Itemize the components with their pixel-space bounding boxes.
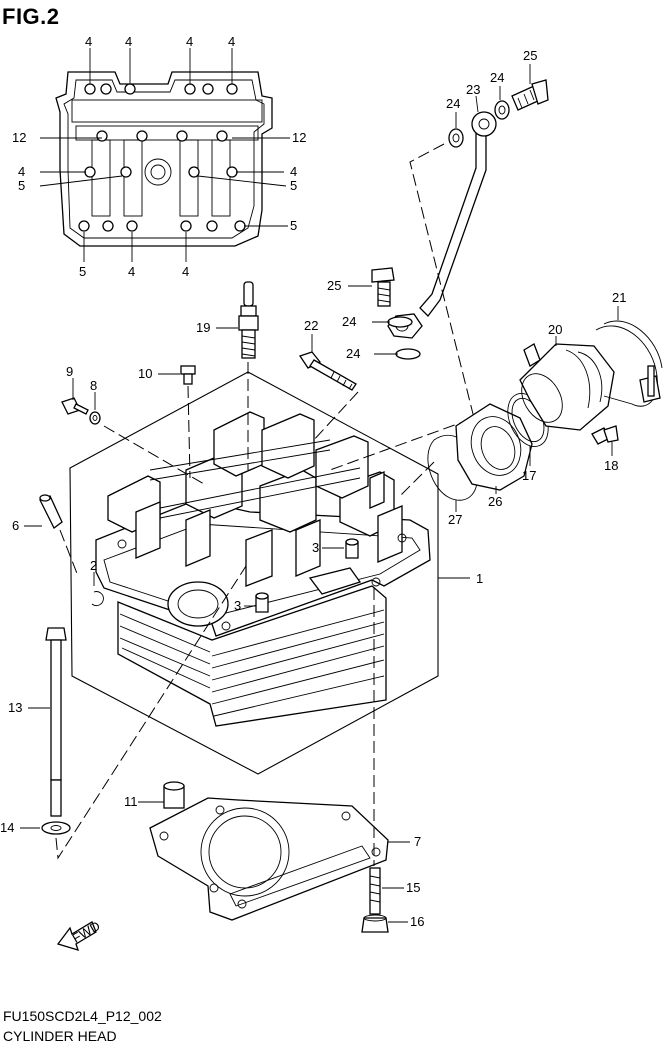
head-top-view bbox=[39, 48, 290, 262]
intake-assembly bbox=[397, 306, 663, 512]
callout: 10 bbox=[138, 366, 152, 381]
callout: 19 bbox=[196, 320, 210, 335]
fwd-label: FWD bbox=[70, 918, 103, 946]
callout: 24 bbox=[346, 346, 360, 361]
callout: 5 bbox=[18, 178, 25, 193]
callout: 4 bbox=[290, 164, 297, 179]
callout: 20 bbox=[548, 322, 562, 337]
callout: 21 bbox=[612, 290, 626, 305]
callout: 3 bbox=[234, 598, 241, 613]
callout: 22 bbox=[304, 318, 318, 333]
callout: 11 bbox=[124, 794, 138, 809]
callout: 3 bbox=[312, 540, 319, 555]
callout: 4 bbox=[182, 264, 189, 279]
cylinder-head-body bbox=[95, 411, 431, 727]
dowel-8 bbox=[138, 781, 185, 809]
callout: 25 bbox=[523, 48, 537, 63]
callout: 26 bbox=[488, 494, 502, 509]
clip-2 bbox=[91, 572, 104, 606]
bolt-10-washer-9 bbox=[61, 378, 205, 485]
spark-plug bbox=[216, 281, 259, 470]
bolt-22 bbox=[298, 334, 359, 443]
callout: 24 bbox=[490, 70, 504, 85]
callout: 13 bbox=[8, 700, 22, 715]
callout: 8 bbox=[90, 378, 97, 393]
callout: 4 bbox=[128, 264, 135, 279]
callout: 15 bbox=[406, 880, 420, 895]
callout: 25 bbox=[327, 278, 341, 293]
callout: 4 bbox=[228, 34, 235, 49]
head-gasket-7 bbox=[149, 588, 410, 921]
head-bolt-holes bbox=[78, 83, 246, 232]
stud-bolt-13 bbox=[20, 565, 247, 860]
callout: 18 bbox=[604, 458, 618, 473]
figure-title: FIG.2 bbox=[2, 4, 60, 29]
callout: 4 bbox=[18, 164, 25, 179]
callout: 5 bbox=[290, 178, 297, 193]
callout: 17 bbox=[522, 468, 536, 483]
callout: 23 bbox=[466, 82, 480, 97]
callout: 12 bbox=[12, 130, 26, 145]
callout: 7 bbox=[414, 834, 421, 849]
callout: 16 bbox=[410, 914, 424, 929]
callout: 4 bbox=[125, 34, 132, 49]
callout: 4 bbox=[85, 34, 92, 49]
callout: 24 bbox=[342, 314, 356, 329]
callout: 24 bbox=[446, 96, 460, 111]
stud-15-nut-16 bbox=[361, 867, 408, 933]
callout: 2 bbox=[90, 558, 97, 573]
callout: 12 bbox=[292, 130, 306, 145]
callout: 27 bbox=[448, 512, 462, 527]
callout: 5 bbox=[79, 264, 86, 279]
callout-labels: 4 4 4 4 12 12 4 4 5 5 5 5 4 4 25 24 23 2… bbox=[0, 34, 626, 929]
oil-pipe-assembly bbox=[329, 64, 549, 471]
figure-code: FU150SCD2L4_P12_002 bbox=[3, 1008, 162, 1024]
callout: 1 bbox=[476, 571, 483, 586]
figure-caption: CYLINDER HEAD bbox=[3, 1028, 117, 1044]
dowel-6 bbox=[24, 494, 79, 577]
bolt-11 bbox=[158, 365, 196, 479]
callout: 4 bbox=[186, 34, 193, 49]
callout: 9 bbox=[66, 364, 73, 379]
callout: 5 bbox=[290, 218, 297, 233]
callout: 14 bbox=[0, 820, 14, 835]
callout: 6 bbox=[12, 518, 19, 533]
fwd-arrow-icon: FWD bbox=[56, 918, 103, 951]
